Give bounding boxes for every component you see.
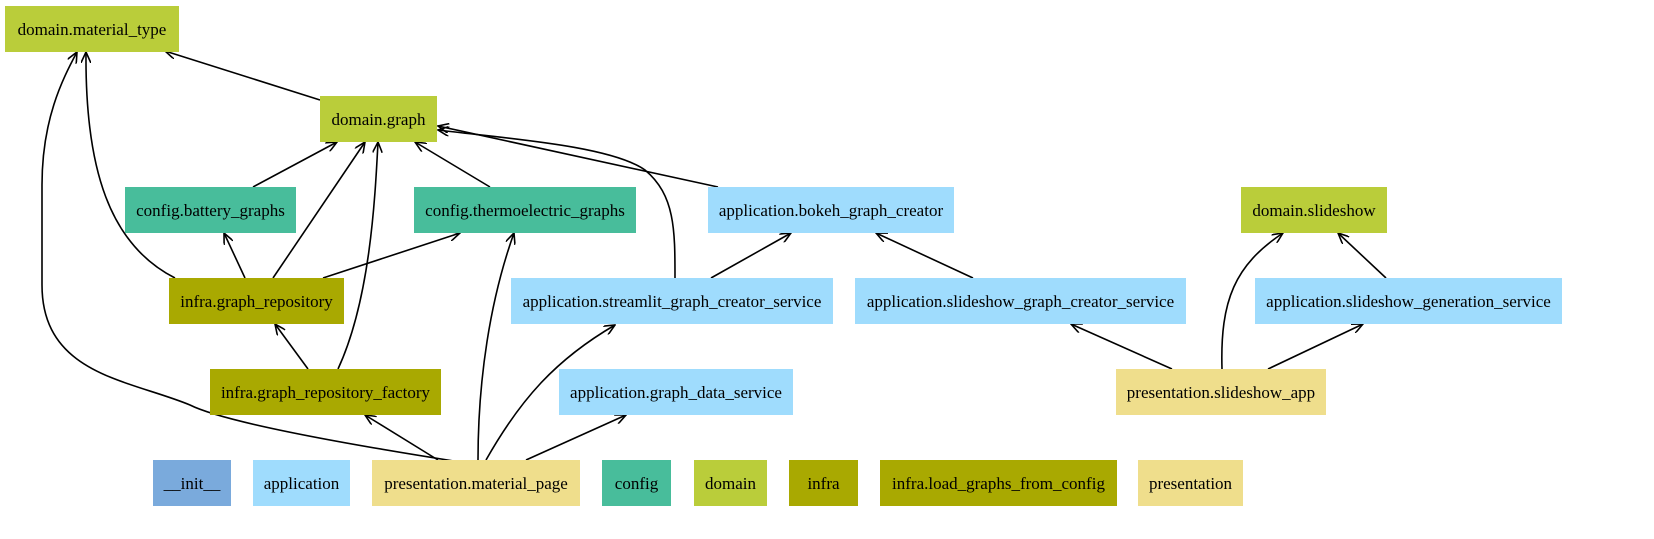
node-label: infra.graph_repository_factory [221,383,431,402]
edge-presentation-slideshow-app-to-application-slideshow-generation-service [1267,324,1363,370]
node-label: application [264,474,340,493]
node-label: __init__ [163,474,221,493]
node-config-battery-graphs: config.battery_graphs [125,187,296,233]
edge-presentation-slideshow-app-to-application-slideshow-graph-creator-service [1071,324,1173,370]
edge-application-bokeh-graph-creator-to-domain-graph [438,126,719,188]
node-label: presentation.slideshow_app [1127,383,1315,402]
node-application-bokeh-graph-creator: application.bokeh_graph_creator [708,187,954,233]
edge-infra-graph-repository-to-domain-graph [272,142,365,279]
node-box [153,460,231,506]
edge-application-slideshow-graph-creator-service-to-application-bokeh-graph-creator [876,233,974,279]
node-box [1255,278,1562,324]
edge-domain-graph-to-domain-material-type [165,51,321,101]
node-label: application.slideshow_generation_service [1266,292,1551,311]
node-box [708,187,954,233]
node-application-slideshow-generation-service: application.slideshow_generation_service [1255,278,1562,324]
node-box [372,460,580,506]
node-label: domain.material_type [18,20,167,39]
edge-presentation-material-page-to-domain-material-type [41,52,461,463]
edge-config-battery-graphs-to-domain-graph [252,142,337,188]
node-infra-load-graphs-from-config: infra.load_graphs_from_config [880,460,1117,506]
node-label: application.slideshow_graph_creator_serv… [867,292,1174,311]
node-box [320,96,437,142]
node-box [169,278,344,324]
node-init: __init__ [153,460,231,506]
node-box [559,369,793,415]
node-domain-material-type: domain.material_type [5,6,179,52]
node-box [414,187,636,233]
node-infra: infra [789,460,858,506]
node-config-thermoelectric-graphs: config.thermoelectric_graphs [414,187,636,233]
node-label: config.thermoelectric_graphs [425,201,625,220]
node-application-graph-data-service: application.graph_data_service [559,369,793,415]
node-box [125,187,296,233]
node-box [511,278,833,324]
edge-infra-graph-repository-factory-to-infra-graph-repository [275,324,309,370]
node-domain-graph: domain.graph [320,96,437,142]
node-infra-graph-repository-factory: infra.graph_repository_factory [210,369,441,415]
node-label: application.graph_data_service [570,383,782,402]
node-domain-slideshow: domain.slideshow [1241,187,1387,233]
node-label: domain [705,474,756,493]
node-presentation-material-page: presentation.material_page [372,460,580,506]
node-box [210,369,441,415]
edge-application-streamlit-graph-creator-service-to-domain-graph [438,130,676,279]
node-presentation: presentation [1138,460,1243,506]
node-label: infra.load_graphs_from_config [892,474,1105,493]
edge-presentation-slideshow-app-to-domain-slideshow [1221,233,1283,370]
node-config: config [602,460,671,506]
node-label: infra.graph_repository [180,292,333,311]
nodes-layer: domain.material_type domain.graph config.b… [5,6,1562,506]
edge-presentation-material-page-to-application-streamlit-graph-creator-service [485,325,615,461]
node-box [602,460,671,506]
node-label: presentation [1149,474,1233,493]
node-box [694,460,767,506]
node-box [5,6,179,52]
node-presentation-slideshow-app: presentation.slideshow_app [1116,369,1326,415]
node-label: domain.slideshow [1252,201,1376,220]
node-box [253,460,350,506]
node-infra-graph-repository: infra.graph_repository [169,278,344,324]
node-box [1241,187,1387,233]
node-box [880,460,1117,506]
node-box [1138,460,1243,506]
edge-infra-graph-repository-factory-to-domain-graph [337,142,378,370]
edge-presentation-material-page-to-application-graph-data-service [525,415,626,461]
node-label: config.battery_graphs [136,201,285,220]
node-application-streamlit-graph-creator-service: application.streamlit_graph_creator_serv… [511,278,833,324]
node-label: application.bokeh_graph_creator [719,201,944,220]
node-label: application.streamlit_graph_creator_serv… [523,292,822,311]
edge-application-streamlit-graph-creator-service-to-application-bokeh-graph-creator [710,233,791,279]
node-application: application [253,460,350,506]
node-box [855,278,1186,324]
edges-layer [41,51,1387,463]
edge-infra-graph-repository-to-config-battery-graphs [224,233,246,279]
node-label: domain.graph [332,110,426,129]
edge-infra-graph-repository-to-domain-material-type [86,52,176,279]
node-box [1116,369,1326,415]
node-box [789,460,858,506]
node-label: presentation.material_page [384,474,568,493]
edge-config-thermoelectric-graphs-to-domain-graph [415,142,491,188]
node-application-slideshow-graph-creator-service: application.slideshow_graph_creator_serv… [855,278,1186,324]
node-domain: domain [694,460,767,506]
edge-application-slideshow-generation-service-to-domain-slideshow [1338,233,1387,279]
node-label: config [615,474,659,493]
edge-presentation-material-page-to-infra-graph-repository-factory [365,415,439,461]
edge-presentation-material-page-to-config-thermoelectric-graphs [477,233,514,461]
node-label: infra [807,474,840,493]
edge-infra-graph-repository-to-config-thermoelectric-graphs [322,233,460,279]
